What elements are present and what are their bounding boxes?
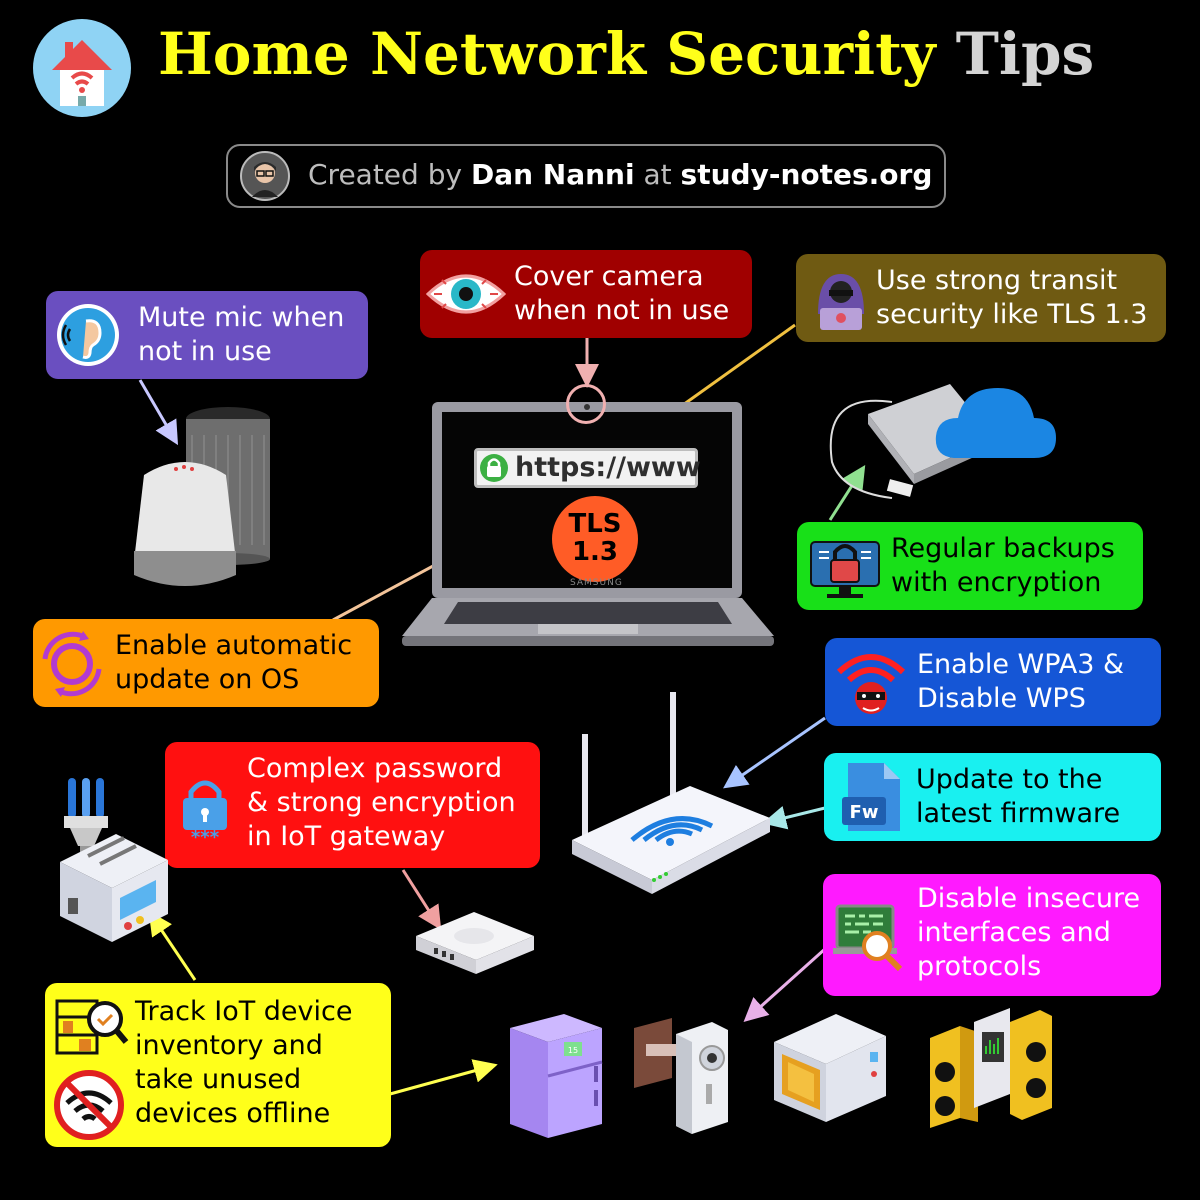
- password-lock-icon: ***: [175, 772, 235, 853]
- credit-author: Dan Nanni: [470, 158, 635, 191]
- firmware-file-icon: Fw: [842, 761, 904, 842]
- cloud-icon: [934, 382, 1058, 464]
- fridge-display-label: 15: [568, 1046, 578, 1055]
- tip-cover-camera: Cover camera when not in use: [420, 250, 752, 338]
- ear-icon: [56, 303, 120, 376]
- tip-transit-security-text: Use strong transit security like TLS 1.3: [876, 265, 1148, 330]
- wifi-router-icon: [570, 690, 780, 904]
- iot-hub-icon: [414, 908, 536, 982]
- tip-update-firmware-text: Update to the latest firmware: [916, 764, 1121, 829]
- lock-monitor-icon: [807, 532, 883, 611]
- tip-track-inventory-text: Track IoT device inventory and take unus…: [135, 996, 353, 1129]
- tip-disable-insecure: Disable insecure interfaces and protocol…: [823, 874, 1161, 996]
- arrow-inventory-right: [389, 1059, 498, 1096]
- title-part2: Tips: [955, 20, 1095, 88]
- author-avatar: [240, 151, 290, 201]
- inventory-search-icon: [53, 993, 129, 1066]
- laptop-icon: https://www TLS 1.3 SAMSUNG: [402, 402, 774, 650]
- tls-badge-line2: 1.3: [571, 537, 619, 567]
- page-title: Home Network Security Tips: [158, 20, 1094, 88]
- tip-iot-password: *** Complex password & strong encryption…: [165, 742, 540, 868]
- wifi-thief-icon: [833, 646, 909, 729]
- arrow-wpa: [723, 716, 826, 789]
- password-stars: ***: [191, 827, 220, 844]
- arrow-mic: [138, 379, 179, 446]
- smart-stereo-icon: [928, 1002, 1056, 1134]
- tls-badge-line1: TLS: [568, 509, 622, 539]
- eye-icon: [425, 266, 507, 331]
- firmware-icon-label: Fw: [850, 802, 879, 823]
- tip-transit-security: Use strong transit security like TLS 1.3: [796, 254, 1166, 342]
- tip-regular-backups: Regular backups with encryption: [797, 522, 1143, 610]
- padlock-icon: [479, 453, 509, 487]
- smart-doorbell-icon: [632, 1018, 732, 1138]
- arrow-inventory-up: [148, 911, 197, 981]
- tip-automatic-update: Enable automatic update on OS: [33, 619, 379, 707]
- tls-badge: TLS 1.3: [552, 496, 638, 582]
- camera-highlight-circle: [566, 384, 606, 424]
- arrow-firmware: [762, 806, 826, 830]
- tip-regular-backups-text: Regular backups with encryption: [891, 533, 1115, 598]
- tip-cover-camera-text: Cover camera when not in use: [514, 261, 730, 326]
- code-scan-icon: [833, 902, 907, 983]
- arrow-insecure: [743, 938, 837, 1023]
- credit-text: Created by Dan Nanni at study-notes.org: [308, 158, 932, 191]
- hacker-icon: [810, 264, 872, 341]
- arrow-backup: [828, 464, 866, 521]
- title-part1: Home Network Security: [158, 20, 936, 88]
- smart-bulb-icon: [62, 776, 112, 860]
- tip-iot-password-text: Complex password & strong encryption in …: [247, 753, 516, 852]
- tip-track-inventory: Track IoT device inventory and take unus…: [45, 983, 391, 1147]
- arrow-iot-gateway: [401, 869, 442, 931]
- tip-mute-mic-text: Mute mic when not in use: [138, 302, 345, 367]
- no-wifi-icon: [53, 1069, 125, 1150]
- tip-disable-insecure-text: Disable insecure interfaces and protocol…: [917, 883, 1141, 982]
- tip-wpa3: Enable WPA3 & Disable WPS: [825, 638, 1161, 726]
- credit-prefix: Created by: [308, 158, 463, 191]
- browser-url-bar: https://www: [474, 448, 701, 488]
- house-wifi-logo-icon: [32, 18, 132, 118]
- smart-toaster-icon: [58, 828, 170, 948]
- laptop-brand: SAMSUNG: [570, 578, 623, 588]
- tip-mute-mic: Mute mic when not in use: [46, 291, 368, 379]
- refresh-icon: [37, 629, 107, 708]
- credit-mid: at: [643, 158, 672, 191]
- tip-wpa3-text: Enable WPA3 & Disable WPS: [917, 649, 1125, 714]
- credit-site: study-notes.org: [680, 158, 933, 191]
- smart-microwave-icon: [772, 1012, 888, 1128]
- tip-update-firmware: Fw Update to the latest firmware: [824, 753, 1161, 841]
- credit-banner: Created by Dan Nanni at study-notes.org: [226, 144, 946, 208]
- browser-url-text: https://www: [515, 452, 701, 483]
- smart-speaker-white-icon: [130, 455, 240, 599]
- smart-fridge-icon: 15: [508, 1012, 604, 1144]
- tip-automatic-update-text: Enable automatic update on OS: [115, 630, 353, 695]
